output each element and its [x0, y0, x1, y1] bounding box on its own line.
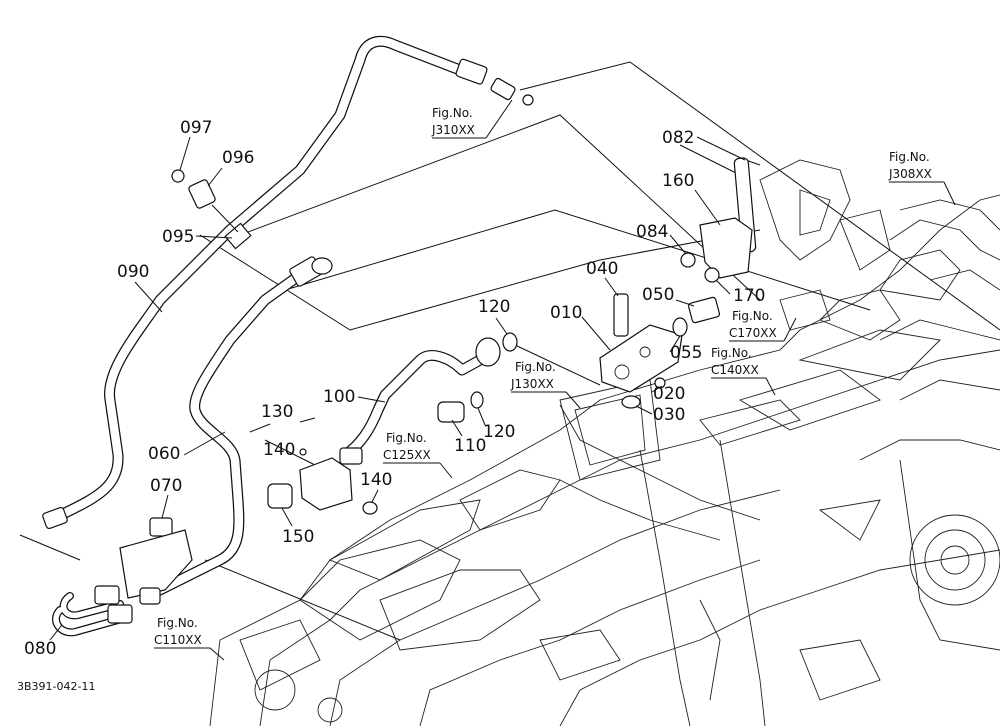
banjo-fitting: [475, 337, 501, 367]
fig-ref-c140: Fig.No. C140XX: [711, 346, 776, 396]
fig-ref-c110-num: C110XX: [154, 633, 202, 647]
pipe-090-top-fitting: [455, 58, 488, 85]
oring-140: [362, 501, 378, 515]
bracket-096: [188, 179, 216, 209]
fig-ref-j308: Fig.No. J308XX: [888, 150, 956, 206]
label-090: 090: [117, 262, 149, 282]
pipe-060: [154, 269, 306, 596]
label-140-b: 140: [360, 470, 392, 490]
fig-ref-j310: Fig.No. J310XX: [431, 99, 513, 139]
leader-lines: [49, 136, 746, 641]
label-055: 055: [670, 343, 702, 363]
label-120-a: 120: [478, 297, 510, 317]
washer-120-a: [502, 332, 518, 352]
fitting-140: [339, 447, 363, 465]
label-080: 080: [24, 639, 56, 659]
fig-ref-j310-head: Fig.No.: [432, 106, 473, 120]
pipe-060-top-cap: [311, 257, 333, 275]
label-084: 084: [636, 222, 668, 242]
label-100: 100: [323, 387, 355, 407]
label-020: 020: [653, 384, 685, 404]
pipe-090-end-fitting: [42, 506, 68, 530]
fitting-080-c: [139, 587, 161, 605]
fitting-080-b: [107, 604, 133, 624]
label-030: 030: [653, 405, 685, 425]
fig-ref-j308-head: Fig.No.: [889, 150, 930, 164]
washer-120-b: [470, 391, 484, 409]
fig-ref-c125-num: C125XX: [383, 448, 431, 462]
oring-055: [672, 317, 688, 337]
tee-140: [299, 457, 353, 511]
fig-ref-c125: Fig.No. C125XX: [383, 431, 453, 479]
fig-ref-j130-head: Fig.No.: [515, 360, 556, 374]
plug-070: [149, 517, 173, 537]
label-010: 010: [550, 303, 582, 323]
label-095: 095: [162, 227, 194, 247]
fig-ref-j130: Fig.No. J130XX: [510, 360, 581, 409]
fitting-050: [687, 296, 721, 324]
valve-010: [599, 324, 683, 393]
clamp-095: [224, 222, 252, 250]
bolt-040: [613, 293, 629, 337]
label-070: 070: [150, 476, 182, 496]
bolt-084: [680, 252, 696, 268]
fig-ref-c170: Fig.No. C170XX: [729, 309, 797, 342]
bracket-block-080: [119, 529, 193, 599]
label-140-a: 140: [263, 440, 295, 460]
fig-ref-c125-head: Fig.No.: [386, 431, 427, 445]
label-120-b: 120: [483, 422, 515, 442]
transmission-housing: [209, 159, 1000, 726]
label-040: 040: [586, 259, 618, 279]
fig-ref-c170-num: C170XX: [729, 326, 777, 340]
label-082: 082: [662, 128, 694, 148]
label-170: 170: [733, 286, 765, 306]
bolt-110: [437, 401, 465, 423]
union-j310: [490, 77, 516, 101]
label-060: 060: [148, 444, 180, 464]
bolt-097: [171, 169, 185, 183]
label-096: 096: [222, 148, 254, 168]
fig-ref-c170-head: Fig.No.: [732, 309, 773, 323]
fig-ref-j310-num: J310XX: [431, 123, 475, 137]
fig-ref-j130-num: J130XX: [510, 377, 554, 391]
fig-ref-c110: Fig.No. C110XX: [154, 616, 225, 661]
cap-150: [267, 483, 293, 509]
part-labels: 097 096 095 090 060 070 080 082 160 084 …: [24, 118, 765, 659]
label-050: 050: [642, 285, 674, 305]
fig-ref-c140-num: C140XX: [711, 363, 759, 377]
plug-020: [654, 377, 666, 389]
oring-030: [621, 395, 641, 409]
fitting-080-a: [94, 585, 120, 605]
pipe-100: [339, 350, 486, 461]
fig-ref-j308-num: J308XX: [888, 167, 932, 181]
fig-ref-c110-head: Fig.No.: [157, 616, 198, 630]
bracket-160: [699, 217, 753, 279]
bolt-170: [704, 267, 720, 283]
label-160: 160: [662, 171, 694, 191]
label-130: 130: [261, 402, 293, 422]
pipe-090: [49, 35, 466, 524]
label-097: 097: [180, 118, 212, 138]
fig-ref-c140-head: Fig.No.: [711, 346, 752, 360]
label-110: 110: [454, 436, 486, 456]
label-150: 150: [282, 527, 314, 547]
ball-140: [299, 448, 307, 456]
drawing-code: 3B391-042-11: [17, 680, 95, 693]
washer-j310: [522, 94, 534, 106]
